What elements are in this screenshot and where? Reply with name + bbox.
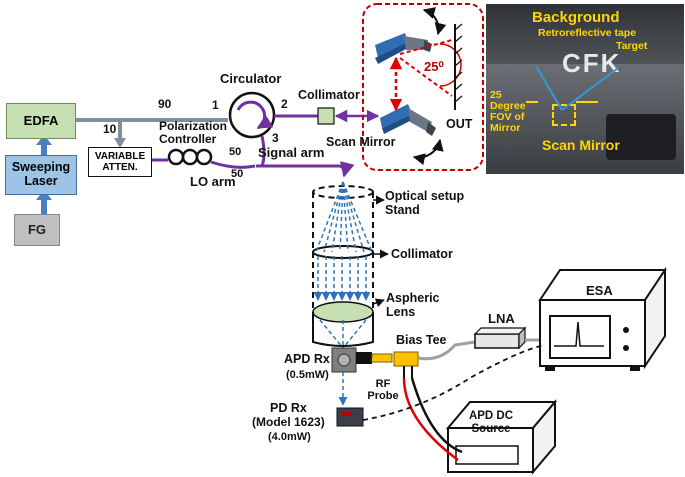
pd-power-label: (4.0mW) [268,431,311,443]
rf-probe [356,352,393,364]
esa-instrument [538,266,667,371]
coupler-50-bottom-label: 50 [231,168,244,180]
combined-fiber [256,161,355,178]
top-scan-mirror [375,33,432,64]
photo-background-label: Background [532,9,620,26]
photo-letters: CFK [562,48,622,78]
rf-probe-label: RF Probe [367,378,399,403]
setup-photo: Background Retroreflective tape Target C… [486,4,684,174]
split-90-label: 90 [158,97,172,111]
port-2-label: 2 [281,97,288,111]
fg-arrowhead [36,190,52,200]
pd-receiver [336,407,364,427]
variable-atten-block: VARIABLE ATTEN. [88,147,152,177]
lo-arm-fiber [210,160,256,169]
aspheric-lens-label: Aspheric Lens [386,291,440,319]
out-label: OUT [446,117,473,131]
collimator-box [317,107,335,125]
mirror-inset-border [362,3,484,171]
apd-dc-source-instrument [445,399,558,475]
fov-angle-arc [439,43,462,87]
collimated-rays [313,256,371,301]
focused-rays [319,319,367,349]
pd-rx-label: PD Rx [270,401,307,415]
lna-box [473,326,527,350]
apd-receiver [331,347,357,373]
apd-rx-power-label: (0.5mW) [286,369,329,381]
apd-rx-label: APD Rx [284,352,330,366]
bias-tee-label: Bias Tee [396,333,447,347]
port-3-label: 3 [272,131,279,145]
scan-mirror-label: Scan Mirror [326,135,396,149]
lo-arm-label: LO arm [190,174,236,189]
circulator-port3-fiber [260,135,266,167]
dc-black-cable [410,377,463,454]
optical-stand [312,185,374,347]
apd-dc-source-label: APD DC Source [468,410,514,435]
lens-pointer [372,298,385,307]
split-10-label: 10 [103,122,117,136]
top-rotation-arc [422,7,447,36]
port-1-label: 1 [212,98,219,112]
collimator-top-label: Collimator [298,88,360,102]
circulator-label: Circulator [220,71,282,86]
fov-line-lower [399,57,453,97]
polarization-controller-loops [167,148,213,166]
pd-model-label: (Model 1623) [252,415,325,429]
bias-to-lna-cable [417,340,476,361]
collimator-side-label: Collimator [391,247,453,261]
laser-arrowhead [36,135,52,145]
edfa-block: EDFA [6,103,76,139]
bottom-rotation-arc [412,138,444,166]
angle-label: 25⁰ [424,59,444,74]
bias-tee [393,351,419,378]
photo-target-label: Target [616,40,648,52]
photo-arrows [526,65,619,111]
dc-red-cable [402,377,459,462]
coupler-50-top-label: 50 [229,146,242,158]
photo-scan-mirror-label: Scan Mirror [542,137,620,153]
split-arrowhead [114,138,126,148]
optical-stand-label: Optical setup Stand [385,189,465,217]
lna-label: LNA [488,311,515,326]
photo-fov-label: 25 Degree FOV of Mirror [490,89,526,135]
signal-arm-label: Signal arm [258,145,325,160]
fov-line-upper [399,39,453,55]
photo-retro-tape-label: Retroreflective tape [538,27,637,39]
sweeping-laser-block: Sweeping Laser [5,155,77,195]
fg-block: FG [14,214,60,246]
beam-fan [315,181,373,253]
circulator [228,91,276,139]
bottom-scan-mirror [380,104,436,136]
out-wall [454,23,463,110]
pol-controller-label: Polarization Controller [159,119,228,147]
esa-label: ESA [586,283,613,298]
